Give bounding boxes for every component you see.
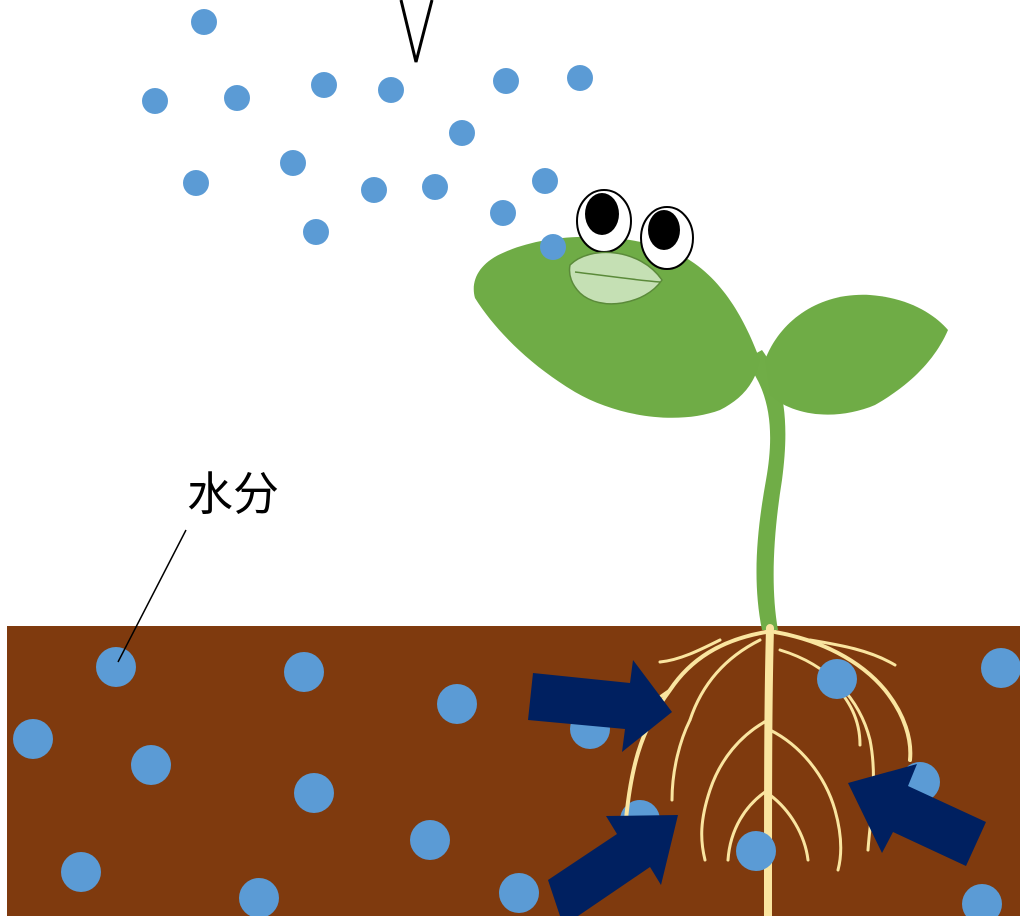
water-drop-icon xyxy=(142,88,168,114)
water-drop-icon xyxy=(499,873,539,913)
water-drop-icon xyxy=(422,174,448,200)
water-drop-icon xyxy=(449,120,475,146)
water-drop-icon xyxy=(736,831,776,871)
spray-drops xyxy=(142,9,593,245)
water-drop-icon xyxy=(817,659,857,699)
water-drop-icon xyxy=(410,820,450,860)
water-drop-icon xyxy=(13,719,53,759)
water-drop-icon xyxy=(567,65,593,91)
water-drop-icon xyxy=(361,177,387,203)
water-drop-icon xyxy=(131,745,171,785)
left-pupil xyxy=(585,193,619,235)
water-drop-icon xyxy=(294,773,334,813)
seedling-right-leaf xyxy=(765,295,948,415)
water-drop-icon xyxy=(532,168,558,194)
water-drop-icon xyxy=(437,684,477,724)
water-drop-icon xyxy=(540,234,566,260)
water-drop-icon xyxy=(284,652,324,692)
sprayer-nozzle xyxy=(401,0,432,62)
water-label: 水分 xyxy=(187,467,279,521)
water-drop-icon xyxy=(311,72,337,98)
water-drop-icon xyxy=(96,647,136,687)
water-drop-icon xyxy=(224,85,250,111)
right-pupil xyxy=(648,210,680,250)
water-drop-icon xyxy=(490,200,516,226)
water-drop-icon xyxy=(981,648,1020,688)
water-drop-icon xyxy=(61,852,101,892)
water-drop-icon xyxy=(303,219,329,245)
water-drop-icon xyxy=(378,77,404,103)
water-drop-icon xyxy=(191,9,217,35)
water-drop-icon xyxy=(493,68,519,94)
water-drop-icon xyxy=(183,170,209,196)
water-drop-icon xyxy=(280,150,306,176)
